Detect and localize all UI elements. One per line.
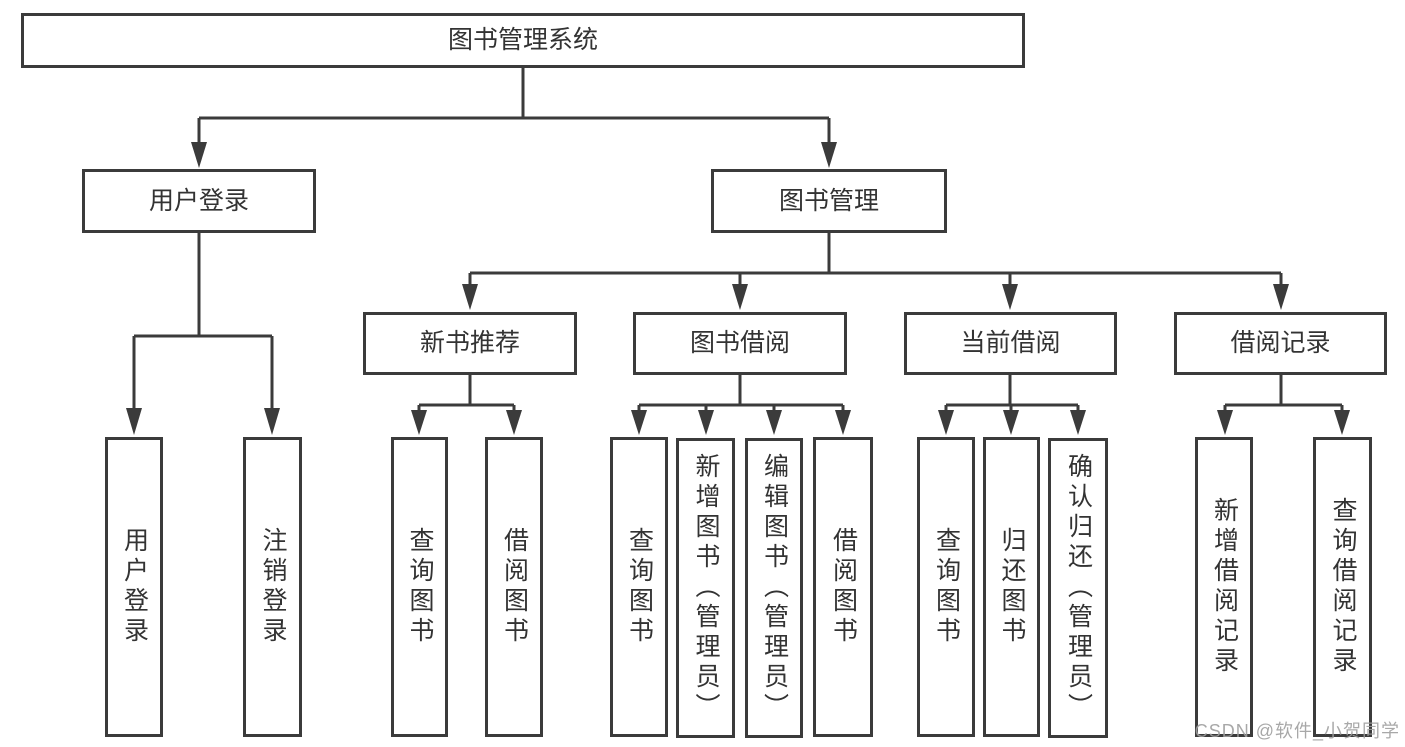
node-library-management-system: 图书管理系统	[21, 13, 1025, 68]
node-label: 编辑图书（管理员）	[760, 453, 789, 723]
node-label: 图书借阅	[689, 329, 790, 357]
leaf-query-borrow-record: 查询借阅记录	[1313, 437, 1372, 737]
node-label: 借阅图书	[500, 527, 529, 647]
leaf-return-book: 归还图书	[983, 437, 1040, 737]
leaf-add-book-admin: 新增图书（管理员）	[676, 438, 735, 738]
node-current-borrow: 当前借阅	[904, 312, 1117, 375]
leaf-logout: 注销登录	[243, 437, 302, 737]
leaf-edit-book-admin: 编辑图书（管理员）	[745, 438, 803, 738]
node-label: 归还图书	[998, 527, 1026, 647]
node-label: 新增借阅记录	[1210, 497, 1239, 677]
watermark: CSDN @软件_小贺同学	[1194, 721, 1400, 741]
node-label: 用户登录	[120, 527, 149, 647]
leaf-query-book-borrow: 查询图书	[610, 437, 668, 737]
leaf-query-book-current: 查询图书	[917, 437, 975, 737]
leaf-user-login: 用户登录	[105, 437, 163, 737]
node-label: 图书管理	[778, 186, 879, 215]
node-label: 新书推荐	[419, 329, 520, 357]
leaf-query-book-recommend: 查询图书	[391, 437, 448, 737]
node-borrow-record: 借阅记录	[1174, 312, 1387, 375]
node-label: 借阅图书	[829, 527, 858, 647]
leaf-borrow-book: 借阅图书	[813, 437, 873, 737]
node-label: 查询借阅记录	[1329, 497, 1357, 677]
leaf-confirm-return-admin: 确认归还（管理员）	[1048, 438, 1108, 738]
node-book-borrow: 图书借阅	[633, 312, 847, 375]
arrowhead-icons	[126, 142, 1350, 435]
node-label: 借阅记录	[1230, 329, 1331, 357]
node-label: 图书管理系统	[447, 26, 598, 54]
node-label: 当前借阅	[960, 329, 1061, 357]
node-label: 确认归还（管理员）	[1064, 453, 1093, 723]
node-new-book-recommend: 新书推荐	[363, 312, 577, 375]
leaf-borrow-book-recommend: 借阅图书	[485, 437, 543, 737]
leaf-add-borrow-record: 新增借阅记录	[1195, 437, 1253, 737]
node-user-login: 用户登录	[82, 169, 316, 233]
node-label: 查询图书	[625, 527, 654, 647]
node-label: 新增图书（管理员）	[692, 453, 720, 723]
node-book-management: 图书管理	[711, 169, 947, 233]
node-label: 查询图书	[406, 527, 434, 647]
node-label: 用户登录	[148, 186, 249, 215]
node-label: 查询图书	[932, 527, 961, 647]
node-label: 注销登录	[259, 527, 287, 647]
